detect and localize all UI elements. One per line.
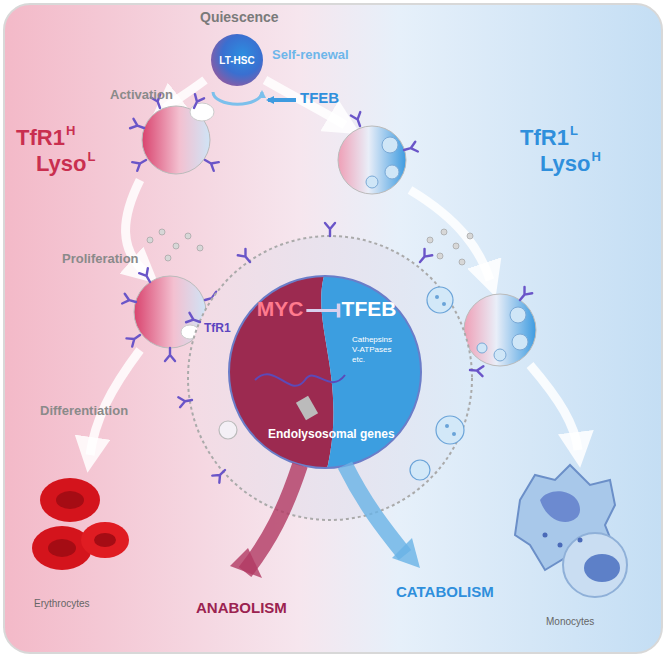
label: Lyso xyxy=(36,152,87,176)
superscript: L xyxy=(570,124,578,138)
label: Monocytes xyxy=(546,616,594,627)
label: Endolysosomal genes xyxy=(268,428,395,441)
label: TfR1 xyxy=(204,322,231,335)
label: Quiescence xyxy=(200,10,279,25)
node-text: LT-HSC xyxy=(219,55,254,66)
nucleus-region: MYC xyxy=(250,294,310,323)
label: TfR1 xyxy=(16,126,65,150)
stem-cell-circle: LT-HSC xyxy=(211,34,263,86)
node-text: MYC xyxy=(257,297,304,320)
node-text: TFEB xyxy=(342,297,397,320)
label: Differentiation xyxy=(40,404,128,418)
label: Activation xyxy=(110,88,173,102)
superscript: H xyxy=(592,150,601,164)
label: Cathepsins xyxy=(352,336,392,345)
label: etc. xyxy=(352,356,365,365)
label: Lyso xyxy=(540,152,591,176)
label: TFEB xyxy=(300,90,339,107)
inhibition-connector xyxy=(306,304,338,318)
superscript: L xyxy=(88,150,96,164)
label: V-ATPases xyxy=(352,346,391,355)
label: CATABOLISM xyxy=(396,584,494,601)
label: TfR1 xyxy=(520,126,569,150)
label: Proliferation xyxy=(62,252,139,266)
superscript: H xyxy=(66,124,75,138)
nucleus-region: TFEB xyxy=(336,294,402,323)
label: Self-renewal xyxy=(272,48,349,62)
label: ANABOLISM xyxy=(196,600,287,617)
label: Erythrocytes xyxy=(34,598,90,609)
